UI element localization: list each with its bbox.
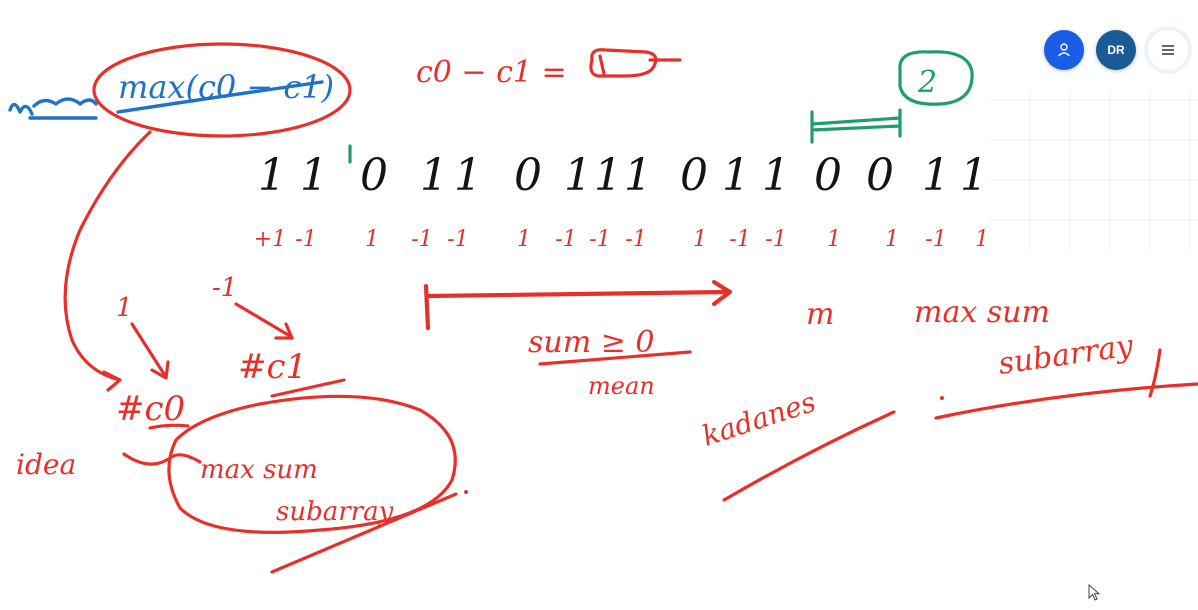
bit-value: 0 — [360, 150, 388, 201]
kadanes-underline — [722, 410, 896, 502]
equation-group: c0 − c1 = — [416, 48, 682, 90]
neg-one-label: -1 — [212, 273, 237, 303]
connector-arrowhead — [102, 370, 122, 392]
green-bracket — [810, 108, 902, 144]
max-sum-circle-line2: subarray — [276, 497, 394, 527]
max-sum-underline — [270, 492, 458, 574]
sign-value: -1 — [295, 227, 316, 252]
right-underline — [934, 382, 1198, 420]
person-icon — [1057, 43, 1071, 57]
sign-value: -1 — [589, 227, 610, 252]
sign-value: -1 — [555, 227, 576, 252]
user-button[interactable] — [1044, 30, 1084, 70]
green-count-circle — [898, 50, 974, 106]
neg-arrow-line — [234, 302, 292, 338]
red-dot-mark — [464, 490, 468, 494]
bit-value: 1 — [722, 150, 750, 201]
sum-arrow-head — [711, 279, 733, 307]
right-dot-mark — [940, 396, 944, 400]
sign-value: -1 — [729, 227, 750, 252]
max-expression-text: max(c0 − c1) — [118, 68, 334, 106]
hash-c0-label: #c0 — [116, 389, 185, 429]
bit-value: 0 — [866, 150, 894, 201]
bit-value: 1 — [258, 150, 286, 201]
sum-label: sum ≥ 0 — [528, 325, 654, 360]
bit-value: 1 — [624, 150, 652, 201]
mean-label: mean — [588, 372, 655, 400]
connector-curve — [63, 130, 152, 382]
blue-scribble — [8, 97, 98, 116]
max-sum-circle-group: max sum subarray — [167, 394, 468, 574]
sign-value: +1 — [254, 227, 286, 252]
equation-box-mark — [598, 54, 606, 76]
max-expression-group: max(c0 − c1) — [8, 68, 334, 120]
green-count-text: 2 — [917, 65, 937, 100]
bit-value: 0 — [814, 150, 842, 201]
menu-button[interactable] — [1148, 30, 1188, 70]
max-expression-circle — [92, 42, 352, 138]
neg-arrow-head — [274, 322, 294, 340]
hash-c1-label: #c1 — [238, 347, 307, 387]
sign-value: 1 — [365, 227, 379, 252]
sum-label-underline — [538, 350, 692, 366]
bit-value: 1 — [300, 150, 328, 201]
pos-one-label: 1 — [116, 293, 133, 323]
bit-value: 1 — [454, 150, 482, 201]
kadane-group: m max sum subarray kadanes — [698, 295, 1198, 502]
bit-value: 1 — [762, 150, 790, 201]
bit-value: 1 — [420, 150, 448, 201]
sum-arrow-group: sum ≥ 0 mean — [423, 279, 733, 400]
sum-arrow-line — [425, 289, 731, 299]
top-right-toolbar: DR — [1044, 30, 1188, 70]
bit-value: 0 — [680, 150, 708, 201]
equation-box — [589, 48, 658, 78]
bit-value: 0 — [514, 150, 542, 201]
right-subarray-label: subarray — [996, 328, 1136, 382]
grid-background — [990, 90, 1198, 250]
mouse-pointer-icon — [1088, 584, 1101, 601]
pos-arrow-line — [130, 322, 166, 376]
bit-value: 1 — [594, 150, 622, 201]
sign-value: 1 — [885, 227, 899, 252]
sign-value: -1 — [625, 227, 646, 252]
bit-value: 1 — [564, 150, 592, 201]
profile-initials: DR — [1107, 43, 1125, 57]
sign-value: 1 — [827, 227, 841, 252]
sign-value: -1 — [447, 227, 468, 252]
pos-arrow-head — [150, 360, 170, 380]
green-count-group: 2 — [810, 50, 974, 144]
sign-value: 1 — [975, 227, 989, 252]
mini-mark-label: m — [806, 297, 834, 332]
equation-text: c0 − c1 = — [416, 55, 567, 90]
profile-initials-button[interactable]: DR — [1096, 30, 1136, 70]
sign-value: 1 — [517, 227, 531, 252]
squiggle-connector — [122, 452, 202, 466]
kadanes-label: kadanes — [698, 385, 820, 453]
right-max-sum-label: max sum — [914, 295, 1050, 330]
count-cluster: 1 -1 #c0 #c1 — [116, 273, 346, 466]
bit-value: 1 — [922, 150, 950, 201]
sign-value: -1 — [765, 227, 786, 252]
sign-values-row: +1 -1 1 -1 -1 1 -1 -1 -1 1 -1 -1 1 1 -1 1 — [254, 227, 989, 252]
hash-c0-underline — [148, 423, 190, 430]
sum-arrow-tail — [423, 283, 431, 331]
left-word-label: idea — [16, 448, 76, 481]
sign-value: 1 — [693, 227, 707, 252]
max-sum-circle-line1: max sum — [200, 455, 318, 485]
max-sum-circle — [167, 394, 457, 534]
bit-value: 1 — [960, 150, 988, 201]
subarray-tail-stroke — [1148, 348, 1162, 398]
hamburger-menu-icon — [1162, 45, 1174, 55]
sign-value: -1 — [925, 227, 946, 252]
sign-value: -1 — [411, 227, 432, 252]
hash-c1-underline — [270, 378, 346, 398]
max-expression-underline — [116, 80, 324, 114]
